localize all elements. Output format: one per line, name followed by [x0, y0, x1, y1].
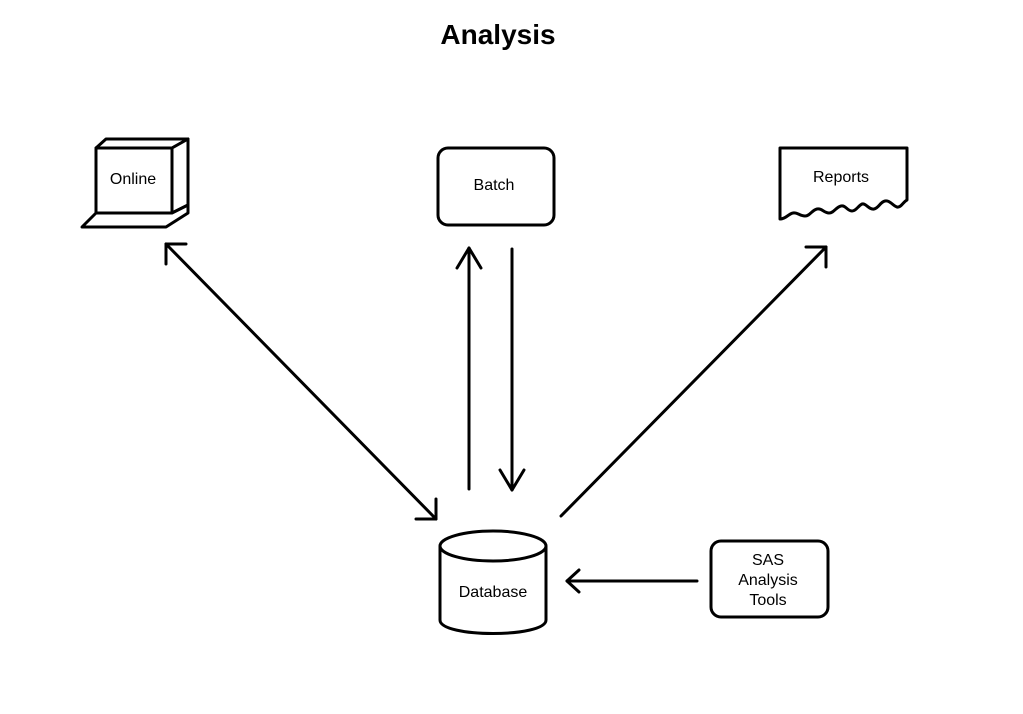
arrowhead-database-right	[565, 568, 581, 594]
edge-batch-database	[498, 247, 526, 492]
reports-node: Reports	[778, 146, 909, 221]
edge-online-database	[164, 242, 438, 521]
database-node: Database	[438, 529, 548, 635]
arrowhead-batch-up	[455, 246, 483, 270]
batch-node: Batch	[436, 146, 556, 227]
cylinder-icon	[438, 529, 548, 635]
online-node: Online	[80, 137, 190, 229]
arrowhead-database-down	[498, 468, 526, 492]
batch-box	[436, 146, 556, 227]
sas-box	[709, 539, 830, 619]
arrowhead-online	[164, 242, 188, 266]
online-label: Online	[110, 171, 156, 188]
edge-sas-database	[565, 568, 699, 594]
sas-label-line-3: Tools	[749, 592, 786, 609]
document-icon	[778, 146, 909, 221]
arrowhead-database-left	[414, 497, 438, 521]
reports-label: Reports	[813, 169, 869, 186]
sas-label-line-2: Analysis	[738, 572, 798, 589]
arrowhead-reports	[804, 245, 828, 269]
sas-label-line-1: SAS	[752, 552, 784, 569]
batch-label: Batch	[474, 177, 515, 194]
edge-database-reports	[559, 245, 828, 518]
edge-database-batch	[455, 246, 483, 491]
sas-node: SAS Analysis Tools	[709, 539, 830, 619]
diagram-title: Analysis	[440, 19, 555, 50]
terminal-icon	[80, 137, 190, 229]
database-label: Database	[459, 584, 528, 601]
